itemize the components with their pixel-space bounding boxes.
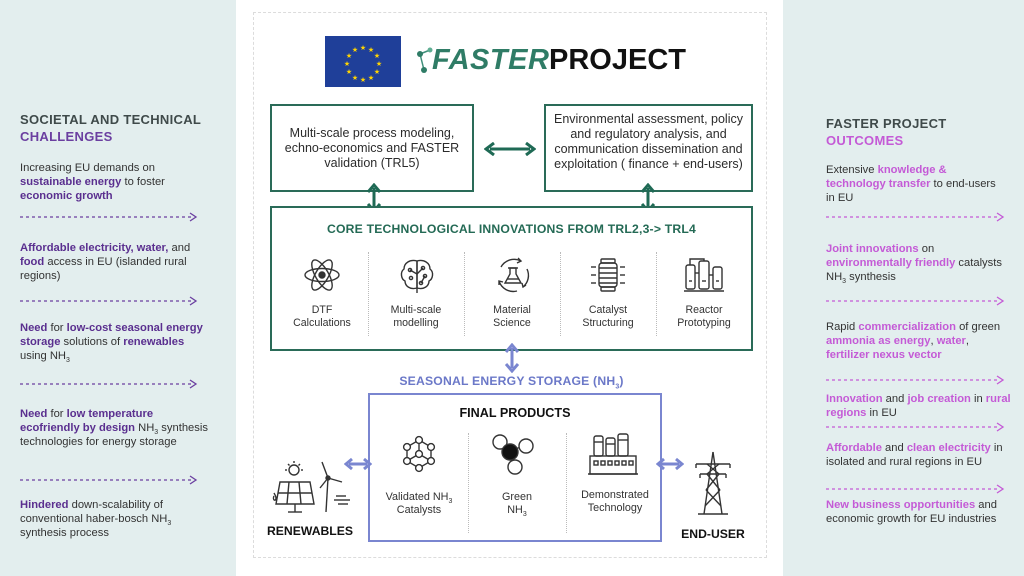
outcomes-title: FASTER PROJECT OUTCOMES — [826, 115, 1016, 149]
environmental-assessment-box: Environmental assessment, policy and reg… — [544, 104, 753, 192]
svg-text:★: ★ — [352, 46, 358, 54]
svg-text:★: ★ — [346, 68, 352, 76]
renewables-icon — [270, 460, 354, 521]
svg-text:★: ★ — [344, 60, 350, 68]
svg-text:★: ★ — [368, 74, 374, 82]
double-arrow-vertical — [504, 342, 520, 378]
challenge-item-3: Need for low-cost seasonal energy storag… — [20, 322, 203, 365]
divider — [560, 252, 561, 336]
reactor-icon — [682, 255, 726, 300]
eu-flag-icon: ★★★ ★★★ ★★★ ★★★ — [325, 36, 401, 92]
factory-icon — [586, 432, 640, 483]
svg-text:★: ★ — [352, 74, 358, 82]
svg-text:★: ★ — [360, 76, 366, 84]
outcome-item-1: Extensive knowledge & technology transfe… — [826, 164, 996, 204]
svg-text:★: ★ — [376, 60, 382, 68]
double-arrow-horizontal — [655, 457, 685, 476]
faster-logo-icon — [416, 46, 436, 81]
challenges-title: SOCIETAL AND TECHNICAL CHALLENGES — [20, 111, 220, 145]
power-tower-icon — [690, 450, 736, 521]
process-modeling-box: Multi-scale process modeling, echno-econ… — [270, 104, 474, 192]
challenges-title-line2: CHALLENGES — [20, 129, 113, 144]
dashed-arrow — [20, 379, 198, 389]
project-wordmark: PROJECT — [549, 44, 686, 76]
challenge-item-2: Affordable electricity, water, and food … — [20, 242, 191, 282]
outcomes-title-line2: OUTCOMES — [826, 133, 904, 148]
svg-text:★: ★ — [360, 44, 366, 52]
atom-icon — [302, 255, 342, 300]
dashed-arrow — [826, 212, 1006, 222]
double-arrow-horizontal — [483, 141, 537, 161]
outcome-item-2: Joint innovations on environmentally fri… — [826, 243, 1002, 286]
outcomes-panel: FASTER PROJECT OUTCOMES Extensive knowle… — [783, 0, 1024, 576]
divider — [566, 433, 567, 533]
brain-icon — [397, 255, 437, 300]
divider — [468, 433, 469, 533]
dashed-arrow — [826, 296, 1006, 306]
svg-text:★: ★ — [374, 68, 380, 76]
environmental-assessment-text: Environmental assessment, policy and reg… — [554, 112, 743, 171]
dashed-arrow — [20, 296, 198, 306]
outcome-item-5: Affordable and clean electricity in isol… — [826, 442, 1003, 468]
outcomes-title-line1: FASTER PROJECT — [826, 116, 947, 131]
dashed-arrow — [20, 212, 198, 222]
dashed-arrow — [20, 475, 198, 485]
double-arrow-horizontal — [343, 457, 373, 476]
dashed-arrow — [826, 484, 1006, 494]
flask-cycle-icon — [493, 255, 533, 300]
svg-text:★: ★ — [346, 52, 352, 60]
core-innovations-box: CORE TECHNOLOGICAL INNOVATIONS FROM TRL2… — [270, 206, 753, 351]
core-innovations-title: CORE TECHNOLOGICAL INNOVATIONS FROM TRL2… — [326, 222, 696, 236]
outcome-item-4: Innovation and job creation in rural reg… — [826, 393, 1011, 419]
divider — [656, 252, 657, 336]
enduser-label: END-USER — [681, 527, 745, 541]
center-frame — [253, 12, 767, 558]
process-modeling-text: Multi-scale process modeling, echno-econ… — [284, 126, 460, 170]
challenge-item-1: Increasing EU demands on sustainable ene… — [20, 162, 165, 202]
catalyst-icon — [588, 255, 628, 300]
divider — [368, 252, 369, 336]
svg-text:★: ★ — [368, 46, 374, 54]
ammonia-molecule-icon — [490, 432, 540, 483]
challenges-title-line1: SOCIETAL AND TECHNICAL — [20, 112, 202, 127]
outcome-item-6: New business opportunities and economic … — [826, 499, 997, 525]
challenge-item-4: Need for low temperature ecofriendly by … — [20, 408, 208, 448]
renewables-label: RENEWABLES — [267, 524, 353, 538]
svg-text:★: ★ — [374, 52, 380, 60]
outcome-item-3: Rapid commercialization of green ammonia… — [826, 321, 1001, 361]
dashed-arrow — [826, 422, 1006, 432]
seasonal-storage-title: SEASONAL ENERGY STORAGE (NH3) — [399, 374, 624, 391]
molecule-network-icon — [397, 432, 441, 481]
dashed-arrow — [826, 375, 1006, 385]
final-products-title: FINAL PRODUCTS — [459, 406, 571, 420]
faster-wordmark: FASTER — [432, 44, 550, 76]
divider — [464, 252, 465, 336]
challenge-item-5: Hindered down-scalability of conventiona… — [20, 499, 172, 539]
challenges-panel: SOCIETAL AND TECHNICAL CHALLENGES Increa… — [0, 0, 236, 576]
